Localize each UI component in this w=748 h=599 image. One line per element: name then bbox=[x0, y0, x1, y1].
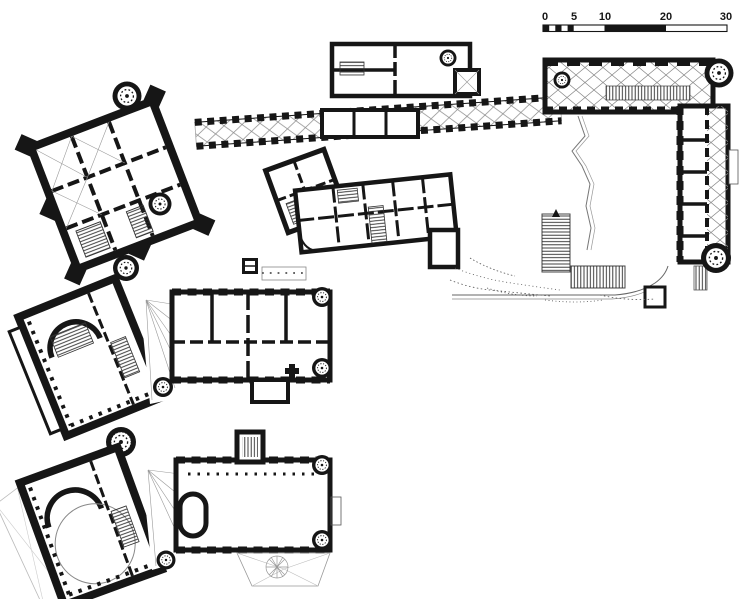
gatehouse-stair bbox=[125, 204, 154, 239]
vestibule bbox=[140, 452, 181, 570]
detached-structure bbox=[643, 285, 667, 309]
side-stair bbox=[110, 336, 141, 379]
north-rooms bbox=[329, 41, 481, 99]
round-tower-nw bbox=[111, 80, 143, 112]
east-wing bbox=[676, 103, 739, 291]
south-projection bbox=[250, 378, 290, 404]
small-turret bbox=[553, 71, 571, 89]
scale-tick-30: 30 bbox=[720, 11, 732, 23]
side-stair bbox=[110, 505, 140, 548]
scale-tick-20: 20 bbox=[660, 11, 672, 23]
corner-bastions bbox=[14, 84, 216, 286]
vestibule bbox=[138, 282, 179, 404]
roof-outline bbox=[236, 552, 331, 587]
corner-turret bbox=[311, 286, 333, 308]
north-wing bbox=[542, 57, 716, 115]
middle-wing bbox=[169, 258, 333, 404]
floor-diagonals bbox=[36, 121, 125, 229]
pilaster-row bbox=[68, 562, 153, 597]
chimney bbox=[234, 429, 266, 465]
apse-wall bbox=[44, 487, 105, 529]
round-tower-ne bbox=[703, 57, 735, 89]
stair bbox=[367, 205, 388, 244]
corner-turret bbox=[311, 357, 333, 379]
grand-stair bbox=[49, 322, 95, 358]
courtyard-grand-stair bbox=[541, 209, 571, 273]
courtyard-edge-room bbox=[427, 227, 461, 270]
scale-tick-0: 0 bbox=[542, 11, 548, 23]
apse-wall bbox=[47, 319, 103, 359]
courtyard-terrace-stair bbox=[570, 265, 626, 289]
scale-tick-10: 10 bbox=[599, 11, 611, 23]
plan-middle bbox=[7, 254, 333, 442]
east-balcony bbox=[728, 149, 739, 185]
rooms-below-gallery bbox=[320, 108, 420, 139]
scale-bar: 0 5 10 20 30 bbox=[542, 11, 732, 33]
stair bbox=[336, 187, 359, 204]
east-balcony bbox=[330, 496, 342, 526]
gatehouse-stair bbox=[75, 221, 111, 258]
courtyard bbox=[449, 115, 669, 309]
throne-hall-block bbox=[0, 442, 168, 599]
plan-upper bbox=[14, 41, 739, 309]
cross-pier bbox=[285, 364, 299, 378]
singers-hall-wing bbox=[173, 429, 342, 554]
west-gallery bbox=[7, 325, 64, 436]
pilaster-row bbox=[70, 390, 154, 428]
hall-recess bbox=[177, 491, 209, 539]
round-tower-se bbox=[700, 242, 732, 274]
plan-lower bbox=[0, 426, 342, 599]
stair bbox=[693, 265, 708, 291]
retaining-wall bbox=[452, 265, 669, 296]
terrain-hatching bbox=[449, 257, 656, 303]
open-gallery bbox=[261, 266, 307, 281]
gatehouse-block bbox=[14, 84, 216, 286]
courtyard-path bbox=[571, 115, 592, 251]
corner-turret bbox=[311, 529, 333, 551]
small-turret bbox=[439, 49, 457, 67]
spiral-stair-fan bbox=[265, 555, 289, 579]
stair-tower bbox=[147, 191, 173, 217]
scale-bar-filled-segments bbox=[543, 25, 666, 32]
corner-turret bbox=[311, 454, 333, 476]
scale-tick-5: 5 bbox=[571, 11, 577, 23]
small-turret bbox=[156, 550, 176, 570]
chimney bbox=[242, 258, 258, 274]
pilaster-row bbox=[26, 320, 73, 427]
gallery-ramp-stair bbox=[606, 86, 690, 100]
stair bbox=[339, 61, 365, 76]
palas-block bbox=[7, 273, 168, 442]
room-walls bbox=[51, 121, 181, 251]
